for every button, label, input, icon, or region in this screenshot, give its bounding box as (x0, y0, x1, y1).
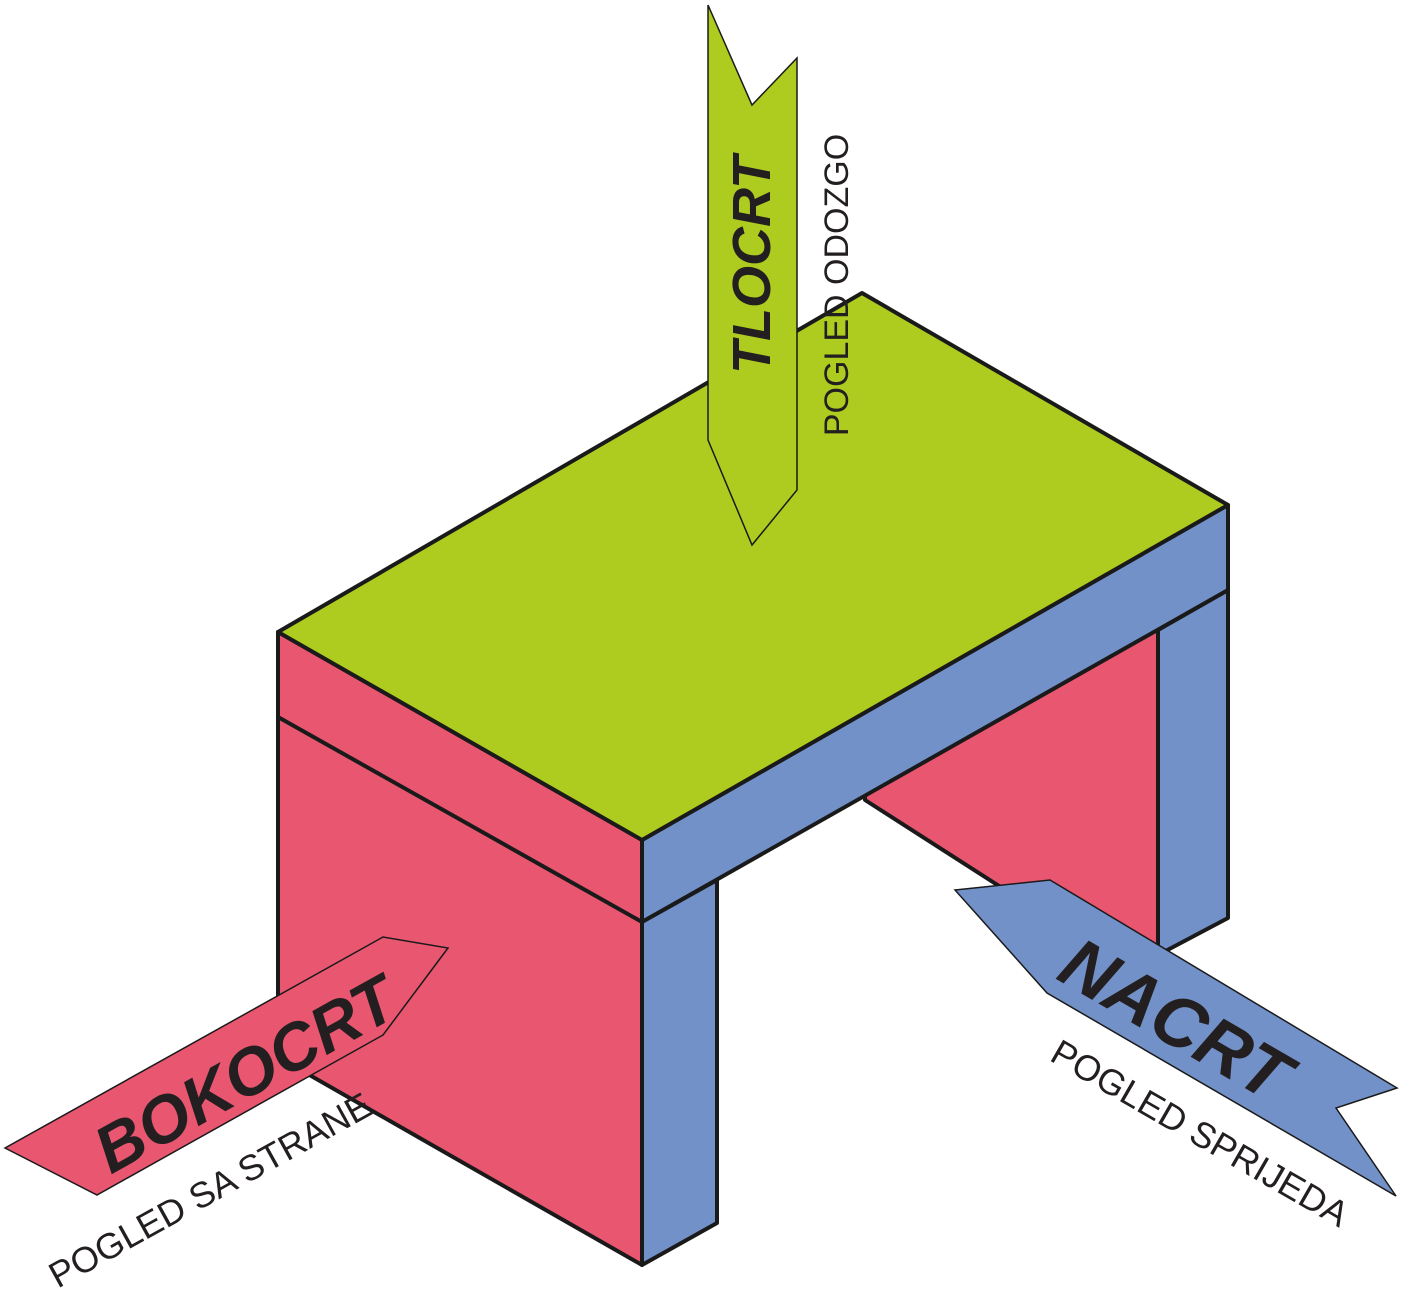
front-left-leg-front (640, 878, 719, 1267)
top-view-arrow-shape (707, 4, 798, 547)
back-right-leg-front (1156, 588, 1230, 957)
side-view-arrow-shape (3, 936, 450, 1196)
top-view-title: TLOCRT (722, 152, 782, 374)
top-view-arrow: TLOCRT POGLED ODOZGO (707, 4, 856, 547)
side-face-apron-line (277, 715, 643, 924)
table-object (276, 291, 1230, 1267)
top-view-subtitle: POGLED ODOZGO (818, 134, 856, 436)
table-top (276, 291, 1230, 842)
front-view-arrow-shape (953, 879, 1399, 1197)
